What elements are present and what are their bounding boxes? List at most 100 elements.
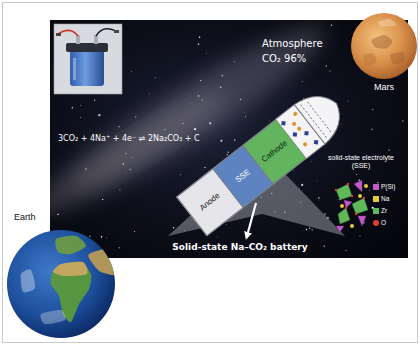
carbonate-particle: [292, 111, 298, 117]
legend-item: Na: [373, 195, 389, 202]
stars: [402, 120, 403, 121]
earth-feature: [21, 270, 35, 293]
pointer-arrow: [247, 203, 256, 236]
dashed-line: [307, 102, 330, 132]
crystal-structure: [338, 208, 350, 224]
stars: [173, 227, 174, 228]
co2-particle: [281, 121, 285, 125]
stars: [98, 114, 100, 116]
crystal-structure: [358, 194, 362, 198]
mars-surface: [363, 19, 405, 66]
stars: [345, 250, 346, 251]
stars: [306, 229, 307, 230]
stars: [326, 65, 327, 66]
stars: [324, 213, 326, 215]
stars: [198, 43, 200, 45]
stars: [368, 190, 370, 192]
rocket-nose: [294, 84, 352, 144]
legend-swatch: [373, 184, 379, 190]
crystal-structure: [340, 204, 344, 208]
stars: [316, 180, 318, 182]
stars: [102, 199, 103, 200]
stars: [130, 169, 131, 170]
mars-feature: [372, 35, 393, 49]
stars: [179, 174, 181, 176]
stars: [135, 116, 136, 117]
electrolyte-label: solid-state electrolyte (SSE): [318, 154, 404, 171]
legend-swatch: [373, 208, 379, 214]
node-label: Cathode: [260, 139, 289, 165]
earth-feature: [55, 236, 86, 254]
crystal-structure: [354, 180, 362, 192]
stars: [149, 92, 151, 94]
stars: [124, 171, 126, 173]
stars: [234, 139, 236, 141]
stars: [119, 189, 121, 191]
stars: [123, 163, 124, 164]
legend-item: O: [373, 219, 386, 226]
legend-item: Zr: [373, 207, 387, 214]
stars: [329, 70, 330, 71]
stars: [199, 36, 200, 37]
stars: [293, 170, 295, 172]
stars: [302, 81, 303, 82]
stars: [79, 116, 81, 118]
stars: [119, 247, 120, 248]
crystal-structure: [355, 213, 357, 215]
stars: [204, 167, 206, 169]
stars: [209, 122, 211, 124]
stars: [53, 25, 404, 252]
stars: [347, 100, 348, 101]
device-photo: [54, 24, 122, 94]
crystal-structure: [335, 180, 368, 232]
legend-swatch: [373, 220, 379, 226]
planet-circle: Mars: [350, 12, 418, 106]
stars: [311, 229, 313, 231]
stars: [106, 237, 108, 239]
mars-feature: [363, 53, 377, 65]
device-photo: [76, 35, 80, 44]
crystal-structure: [350, 224, 354, 228]
stars: [89, 236, 90, 237]
earth-globe: [6, 212, 116, 340]
device-photo: [70, 50, 104, 86]
crystal-structure: [345, 207, 347, 209]
legend-label: P(Si): [381, 183, 395, 190]
stars: [118, 126, 119, 127]
legend-label: Na: [381, 195, 389, 202]
crystal-structure: [336, 184, 352, 200]
device-photo: [73, 58, 76, 80]
stars: [240, 99, 241, 100]
device-photo: [94, 35, 98, 44]
node-label: Earth: [14, 212, 36, 222]
earth-feature: [88, 247, 116, 275]
legend-item: P(Si): [373, 183, 395, 190]
crystal-structure: [347, 183, 349, 185]
stars: [310, 161, 312, 163]
stars: [197, 95, 199, 97]
mars-feature: [390, 52, 405, 64]
earth-feature: [53, 262, 88, 276]
stars: [371, 129, 372, 130]
stars: [220, 140, 222, 142]
stars: [301, 184, 303, 186]
stars: [189, 103, 191, 105]
stars: [245, 116, 246, 117]
crystal-structure: [351, 195, 353, 197]
stars: [72, 107, 73, 108]
node-label: Mars: [374, 82, 394, 92]
mars-feature: [378, 19, 397, 27]
stars: [220, 86, 221, 87]
crystal-structure: [364, 184, 368, 188]
stars: [217, 236, 219, 238]
node-label: SSE: [234, 168, 252, 185]
stars: [125, 153, 126, 154]
stars: [200, 80, 202, 82]
carbonate-particle: [302, 142, 308, 148]
stars: [205, 52, 207, 54]
stars: [129, 169, 130, 170]
earth-surface: [21, 236, 116, 324]
device-photo: [114, 30, 119, 33]
planet-circle: Earth: [6, 212, 116, 340]
